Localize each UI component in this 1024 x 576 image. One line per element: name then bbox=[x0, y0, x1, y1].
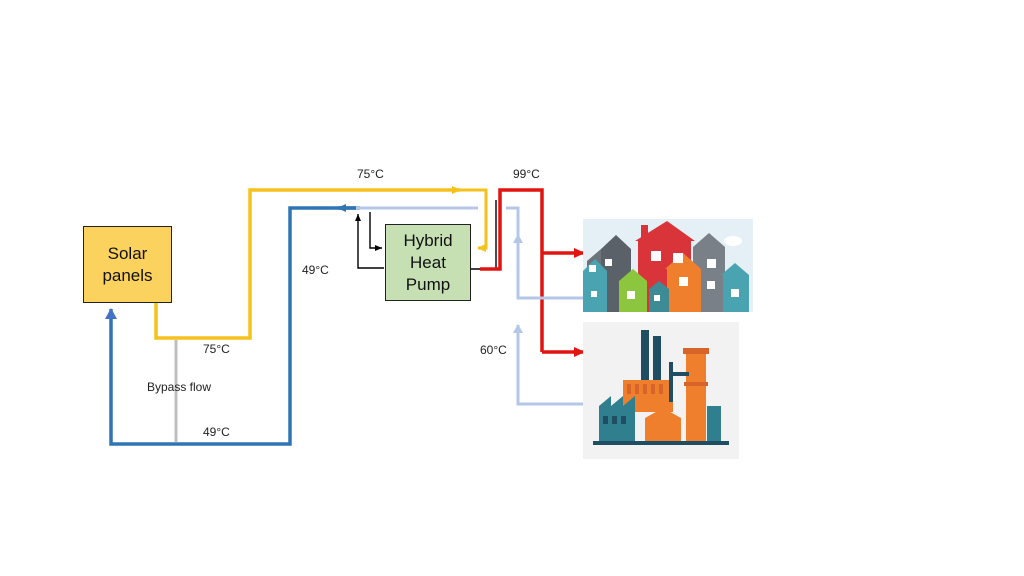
consumer-return-temp-label: 60°C bbox=[480, 343, 507, 357]
control-arrow-out bbox=[369, 212, 382, 251]
return-pipe bbox=[105, 206, 356, 446]
solar-supply-pipe bbox=[154, 186, 461, 340]
consumer-return-houses bbox=[513, 234, 584, 300]
consumer-return-factory bbox=[513, 324, 584, 406]
return-temp-right-label: 49°C bbox=[302, 263, 329, 277]
hhp-outlet-control bbox=[471, 200, 497, 270]
hybrid-heat-pump-label: Hybrid Heat Pump bbox=[403, 230, 453, 294]
solar-panels-label: Solar panels bbox=[102, 243, 153, 285]
houses-illustration bbox=[583, 219, 753, 312]
control-arrow-in bbox=[355, 214, 384, 269]
supply-to-hhp-pipe bbox=[456, 188, 488, 252]
top-supply-temp-label: 75°C bbox=[357, 167, 384, 181]
solar-panels-node: Solar panels bbox=[83, 226, 172, 303]
bypass-flow-label: Bypass flow bbox=[147, 380, 212, 394]
supply-temp-left-label: 75°C bbox=[203, 342, 230, 356]
factory-illustration bbox=[583, 322, 739, 459]
return-temp-bottom-label: 49°C bbox=[203, 425, 230, 439]
hybrid-heat-pump-node: Hybrid Heat Pump bbox=[385, 224, 471, 301]
consumer-return-top bbox=[506, 206, 520, 240]
output-temp-label: 99°C bbox=[513, 167, 540, 181]
high-temp-riser bbox=[480, 188, 544, 352]
